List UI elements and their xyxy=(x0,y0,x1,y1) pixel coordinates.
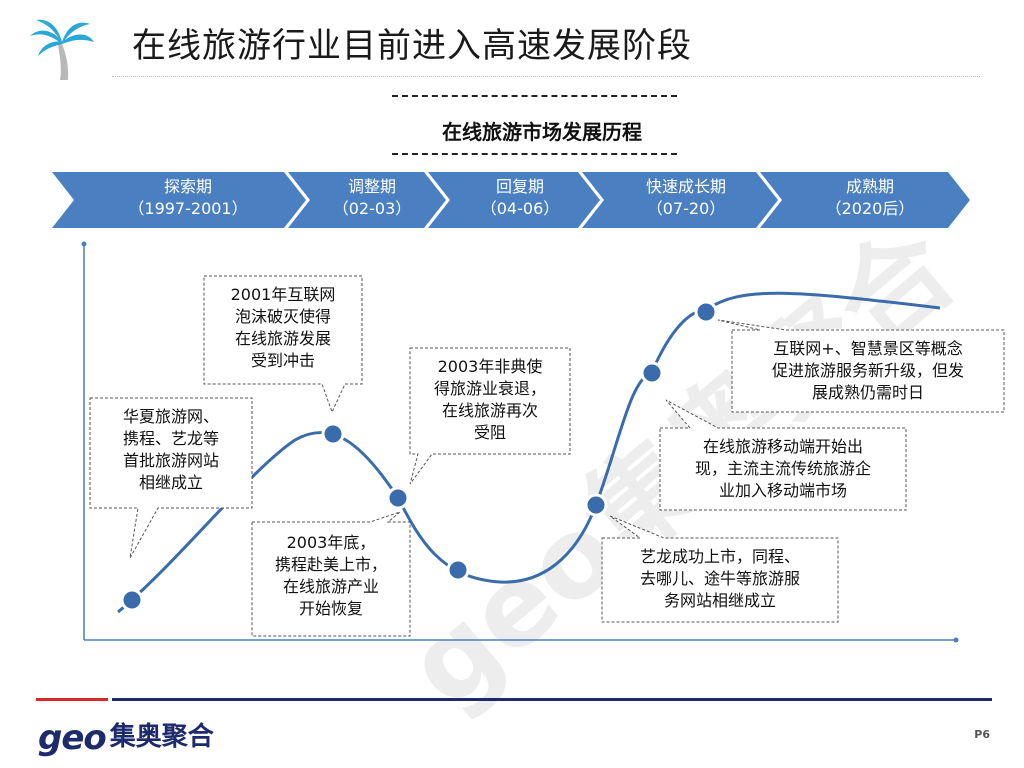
callout-box-6 xyxy=(659,399,907,511)
callout-4-line: 携程赴美上市， xyxy=(274,555,387,574)
phase-2: 调整期 （02-03） xyxy=(310,176,434,220)
phase-arrow-4 xyxy=(582,172,778,228)
callout-3: 2003年非典使 得旅游业衰退， 在线旅游再次 受阻 xyxy=(412,356,568,444)
page-number: P6 xyxy=(974,728,990,741)
callout-7-line: 互联网+、智慧景区等概念 xyxy=(773,339,963,358)
brand-geo-text: geo xyxy=(38,718,107,758)
callout-6-line: 在线旅游移动端开始出 xyxy=(702,437,863,456)
phase-4-period: （07-20） xyxy=(646,199,726,218)
callout-6-line: 现，主流主流传统旅游企 xyxy=(694,459,871,478)
callout-3-line: 得旅游业衰退， xyxy=(433,379,546,398)
phase-2-name: 调整期 xyxy=(347,177,396,196)
node-3 xyxy=(386,486,410,510)
callout-5-line: 务网站相继成立 xyxy=(663,591,776,610)
phase-3: 回复期 （04-06） xyxy=(450,176,590,220)
subtitle-top-dash xyxy=(392,95,677,97)
phase-timeline: 探索期 （1997-2001） 调整期 （02-03） 回复期 （04-06） … xyxy=(52,172,972,228)
phase-1: 探索期 （1997-2001） xyxy=(88,176,288,220)
node-2 xyxy=(321,422,345,446)
callout-7: 互联网+、智慧景区等概念 促进旅游服务新升级，但发 展成熟仍需时日 xyxy=(734,338,1002,404)
phase-2-period: （02-03） xyxy=(332,199,412,218)
phase-3-name: 回复期 xyxy=(495,177,544,196)
node-5 xyxy=(584,493,608,517)
callout-6: 在线旅游移动端开始出 现，主流主流传统旅游企 业加入移动端市场 xyxy=(662,436,904,502)
callout-1-line: 相继成立 xyxy=(138,473,203,492)
callout-box-4 xyxy=(251,511,411,637)
phase-5: 成熟期 （2020后） xyxy=(782,176,958,220)
callout-2-line: 泡沫破灭使得 xyxy=(234,307,331,326)
callout-6-line: 业加入移动端市场 xyxy=(718,481,847,500)
callout-7-line: 促进旅游服务新升级，但发 xyxy=(771,361,964,380)
phase-1-period: （1997-2001） xyxy=(128,199,248,218)
callout-5-line: 去哪儿、途牛等旅游服 xyxy=(639,569,800,588)
callout-2-line: 在线旅游发展 xyxy=(234,329,331,348)
callout-4-line: 2003年底， xyxy=(286,533,376,552)
phase-arrow-5 xyxy=(760,172,970,228)
callout-box-3 xyxy=(409,347,571,485)
slide-title: 在线旅游行业目前进入高速发展阶段 xyxy=(132,26,692,66)
subtitle-bottom-dash xyxy=(392,153,677,155)
footer-divider xyxy=(112,698,992,701)
callout-3-line: 受阻 xyxy=(473,423,506,442)
node-1 xyxy=(120,588,144,612)
callout-1-line: 华夏旅游网、 xyxy=(122,407,219,426)
callout-2-line: 2001年互联网 xyxy=(230,285,336,304)
node-4 xyxy=(446,558,470,582)
callout-1-line: 首批旅游网站 xyxy=(122,451,219,470)
callout-1-line: 携程、艺龙等 xyxy=(122,429,219,448)
phase-arrow-3 xyxy=(428,172,600,228)
x-axis-end xyxy=(953,637,959,643)
node-7 xyxy=(694,300,718,324)
brand-cn-text: 集奥聚合 xyxy=(109,722,214,752)
callout-2: 2001年互联网 泡沫破灭使得 在线旅游发展 受到冲击 xyxy=(206,284,360,372)
callout-4-line: 在线旅游产业 xyxy=(282,577,379,596)
phase-arrow-1 xyxy=(52,172,306,228)
phase-5-name: 成熟期 xyxy=(845,177,894,196)
callout-3-line: 2003年非典使 xyxy=(437,357,543,376)
palm-tree-logo-icon xyxy=(30,19,94,80)
callout-box-2 xyxy=(203,275,363,414)
callout-box-1 xyxy=(89,397,253,559)
callout-5-line: 艺龙成功上市，同程、 xyxy=(639,547,800,566)
title-divider xyxy=(112,76,980,77)
callout-4: 2003年底， 携程赴美上市， 在线旅游产业 开始恢复 xyxy=(254,532,408,620)
phase-3-period: （04-06） xyxy=(480,199,560,218)
callout-box-7 xyxy=(717,319,1005,413)
phase-4-name: 快速成长期 xyxy=(645,177,726,196)
callout-4-line: 开始恢复 xyxy=(298,599,363,618)
y-axis-end xyxy=(81,241,87,247)
node-6 xyxy=(640,361,664,385)
footer-accent-line xyxy=(36,698,108,701)
callout-3-line: 在线旅游再次 xyxy=(441,401,538,420)
callout-5: 艺龙成功上市，同程、 去哪儿、途牛等旅游服 务网站相继成立 xyxy=(604,546,836,612)
callout-2-line: 受到冲击 xyxy=(250,351,315,370)
diagram-subtitle: 在线旅游市场发展历程 xyxy=(442,120,642,144)
phase-1-name: 探索期 xyxy=(163,177,212,196)
callout-1: 华夏旅游网、 携程、艺龙等 首批旅游网站 相继成立 xyxy=(92,406,250,494)
phase-arrow-2 xyxy=(288,172,446,228)
callout-box-5 xyxy=(601,515,839,623)
phase-4: 快速成长期 （07-20） xyxy=(604,176,768,220)
phase-5-period: （2020后） xyxy=(825,199,915,218)
callout-7-line: 展成熟仍需时日 xyxy=(811,383,924,402)
